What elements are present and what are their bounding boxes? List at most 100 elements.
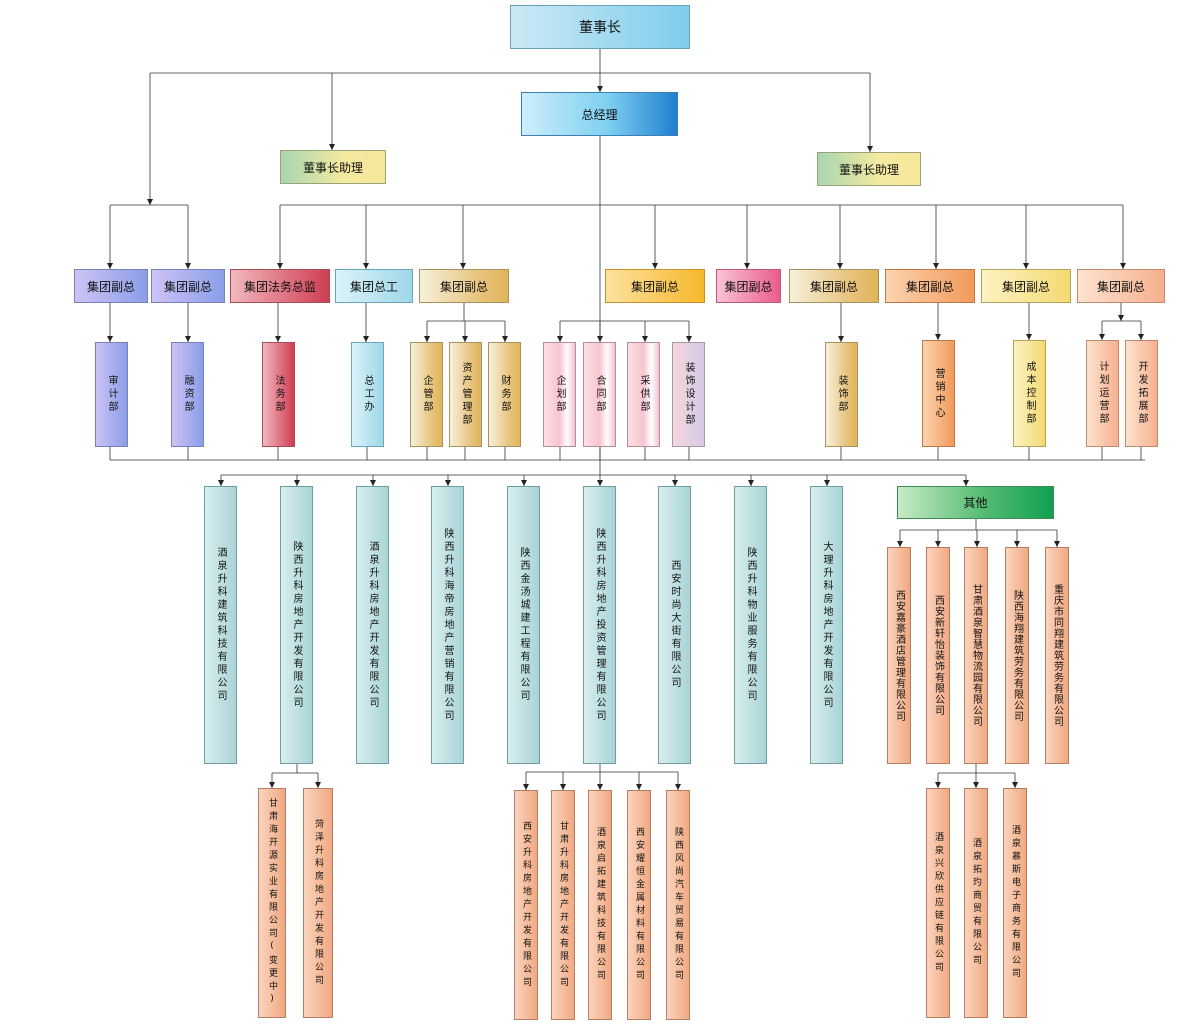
arrowhead-129 bbox=[315, 782, 321, 788]
arrowhead-105 bbox=[672, 480, 678, 486]
arrowhead-63 bbox=[642, 336, 648, 342]
arrowhead-137 bbox=[597, 784, 603, 790]
dept-finance: 财务部 bbox=[488, 342, 521, 447]
arrowhead-72 bbox=[1138, 334, 1144, 340]
dept-asset-mgmt: 资产管理部 bbox=[449, 342, 482, 447]
arrowhead-141 bbox=[675, 784, 681, 790]
arrowhead-59 bbox=[557, 336, 563, 342]
arrowhead-61 bbox=[597, 336, 603, 342]
arrowhead-67 bbox=[1118, 315, 1124, 321]
vp-admin: 集团副总 bbox=[419, 269, 509, 303]
arrowhead-99 bbox=[445, 480, 451, 486]
company-4: 陕西升科海帝房地产营销有限公司 bbox=[431, 486, 464, 764]
arrowhead-101 bbox=[521, 480, 527, 486]
arrowhead-24 bbox=[652, 263, 658, 269]
dept-audit: 审计部 bbox=[95, 342, 128, 447]
arrowhead-133 bbox=[523, 784, 529, 790]
arrowhead-36 bbox=[107, 336, 113, 342]
sub-fengshang: 陕西风尚汽车贸易有限公司 bbox=[666, 790, 690, 1020]
arrowhead-26 bbox=[744, 263, 750, 269]
chairman-box: 董事长 bbox=[510, 5, 690, 49]
arrowhead-20 bbox=[363, 263, 369, 269]
arrowhead-109 bbox=[824, 480, 830, 486]
chairman-assistant-right: 董事长助理 bbox=[817, 152, 921, 186]
arrowhead-139 bbox=[636, 784, 642, 790]
dept-planning: 企划部 bbox=[543, 342, 576, 447]
arrowhead-145 bbox=[935, 782, 941, 788]
company-3: 酒泉升科房地产开发有限公司 bbox=[356, 486, 389, 764]
dept-development: 开发拓展部 bbox=[1125, 340, 1158, 447]
others-box: 其他 bbox=[897, 486, 1054, 519]
arrowhead-42 bbox=[363, 336, 369, 342]
other-company-4: 陕西海翔建筑劳务有限公司 bbox=[1005, 547, 1029, 764]
company-9: 大理升科房地产开发有限公司 bbox=[810, 486, 843, 764]
arrowhead-115 bbox=[897, 541, 903, 547]
arrowhead-103 bbox=[597, 480, 603, 486]
arrowhead-34 bbox=[1120, 263, 1126, 269]
chief-engineer: 集团总工 bbox=[335, 269, 413, 303]
vp-decor: 集团副总 bbox=[789, 269, 879, 303]
dept-contract: 合同部 bbox=[583, 342, 616, 447]
arrowhead-52 bbox=[424, 336, 430, 342]
arrowhead-54 bbox=[462, 336, 468, 342]
arrowhead-123 bbox=[1054, 541, 1060, 547]
arrowhead-32 bbox=[1023, 263, 1029, 269]
dept-decor: 装饰部 bbox=[825, 342, 858, 447]
arrowhead-2 bbox=[597, 86, 603, 92]
arrowhead-46 bbox=[935, 334, 941, 340]
vp-development: 集团副总 bbox=[1077, 269, 1165, 303]
arrowhead-18 bbox=[277, 263, 283, 269]
sub-heze: 菏泽升科房地产开发有限公司 bbox=[303, 788, 333, 1018]
arrowhead-48 bbox=[1026, 334, 1032, 340]
legal-director: 集团法务总监 bbox=[230, 269, 330, 303]
arrowhead-22 bbox=[460, 263, 466, 269]
arrowhead-30 bbox=[933, 263, 939, 269]
company-5: 陕西金汤城建工程有限公司 bbox=[507, 486, 540, 764]
sub-gansu-shengke: 甘肃升科房地产开发有限公司 bbox=[551, 790, 575, 1020]
arrowhead-65 bbox=[686, 336, 692, 342]
vp-cost: 集团副总 bbox=[981, 269, 1071, 303]
company-7: 西安时尚大街有限公司 bbox=[658, 486, 691, 764]
arrowhead-44 bbox=[838, 336, 844, 342]
chairman-assistant-left: 董事长助理 bbox=[280, 150, 386, 184]
company-8: 陕西升科物业服务有限公司 bbox=[734, 486, 767, 764]
arrowhead-149 bbox=[1012, 782, 1018, 788]
arrowhead-93 bbox=[218, 480, 224, 486]
arrowhead-95 bbox=[294, 480, 300, 486]
sub-haikaiyuan: 甘肃海开源实业有限公司(变更中) bbox=[258, 788, 286, 1018]
dept-decor-design: 装饰设计部 bbox=[672, 342, 705, 447]
arrowhead-121 bbox=[1014, 541, 1020, 547]
arrowhead-12 bbox=[107, 263, 113, 269]
company-2: 陕西升科房地产开发有限公司 bbox=[280, 486, 313, 764]
arrowhead-70 bbox=[1099, 334, 1105, 340]
vp-marketing: 集团副总 bbox=[885, 269, 975, 303]
vp-seventh: 集团副总 bbox=[716, 269, 781, 303]
arrowhead-119 bbox=[974, 541, 980, 547]
sub-xingxin: 酒泉兴欣供应链有限公司 bbox=[926, 788, 950, 1018]
other-company-3: 甘肃酒泉智慧物流园有限公司 bbox=[964, 547, 988, 764]
dept-cost-control: 成本控制部 bbox=[1013, 340, 1046, 447]
general-manager-box: 总经理 bbox=[521, 92, 678, 136]
arrowhead-14 bbox=[185, 263, 191, 269]
arrowhead-107 bbox=[748, 480, 754, 486]
dept-procurement: 采供部 bbox=[627, 342, 660, 447]
arrowhead-127 bbox=[269, 782, 275, 788]
sub-musi: 酒泉慕斯电子商务有限公司 bbox=[1003, 788, 1027, 1018]
other-company-2: 西安新轩怡装饰有限公司 bbox=[926, 547, 950, 764]
other-company-5: 重庆市同翔建筑劳务有限公司 bbox=[1045, 547, 1069, 764]
sub-qituo: 酒泉启拓建筑科技有限公司 bbox=[588, 790, 612, 1020]
vp-planning: 集团副总 bbox=[605, 269, 705, 303]
sub-yaoheng: 西安耀恒金属材料有限公司 bbox=[627, 790, 651, 1020]
arrowhead-9 bbox=[867, 146, 873, 152]
arrowhead-7 bbox=[329, 144, 335, 150]
sub-xian-shengke: 西安升科房地产开发有限公司 bbox=[514, 790, 538, 1020]
company-1: 酒泉升科建筑科技有限公司 bbox=[204, 486, 237, 764]
arrowhead-38 bbox=[185, 336, 191, 342]
dept-marketing-center: 营销中心 bbox=[922, 340, 955, 447]
arrowhead-111 bbox=[963, 480, 969, 486]
other-company-1: 西安嘉豪酒店管理有限公司 bbox=[887, 547, 911, 764]
dept-chief-office: 总工办 bbox=[351, 342, 384, 447]
arrowhead-117 bbox=[935, 541, 941, 547]
arrowhead-97 bbox=[370, 480, 376, 486]
